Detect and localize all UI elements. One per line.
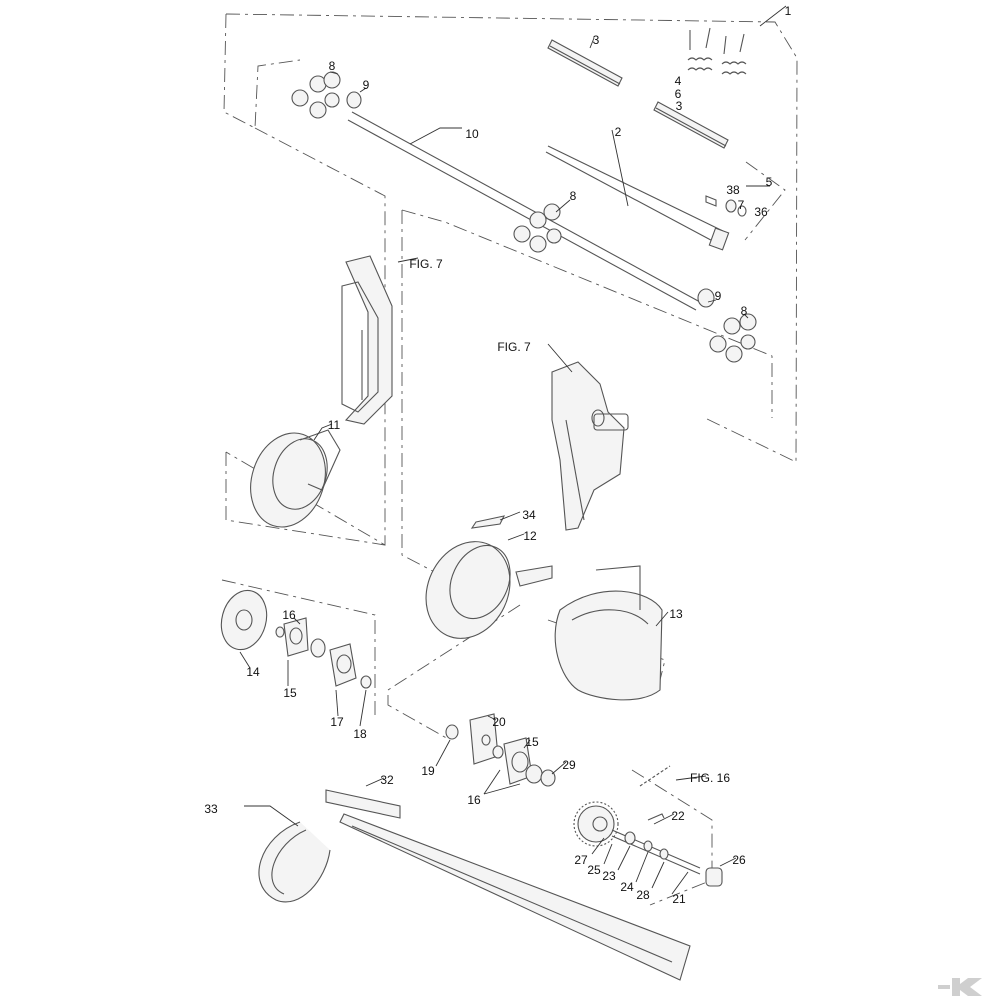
callout-label: 36 xyxy=(754,205,768,219)
cap-26 xyxy=(705,867,723,887)
callout-label: 3 xyxy=(593,33,600,47)
callout-label: 21 xyxy=(672,892,686,906)
bush-29 xyxy=(540,769,556,787)
callout-label: 28 xyxy=(636,888,650,902)
callout-label: FIG. 7 xyxy=(409,257,443,271)
chain-fig16 xyxy=(639,765,671,787)
brand-logo-icon xyxy=(938,978,982,996)
belt-33 xyxy=(258,821,331,903)
callout-label: 4 xyxy=(675,74,682,88)
coulter-frame-left xyxy=(341,255,393,425)
callout-label: 17 xyxy=(330,715,344,729)
bush-9-right xyxy=(697,288,715,308)
roller-block-8-middle xyxy=(513,203,562,253)
callout-label: 25 xyxy=(587,863,601,877)
callout-label: 10 xyxy=(465,127,479,141)
callout-label: 33 xyxy=(204,802,218,816)
bush-19 xyxy=(445,724,459,740)
callout-label: 32 xyxy=(380,773,394,787)
callout-label: 9 xyxy=(363,78,370,92)
pulley-14 xyxy=(220,589,268,651)
coulter-frame-right xyxy=(551,361,629,531)
callout-label: 1 xyxy=(785,4,792,18)
bearing-16-left xyxy=(275,626,326,658)
callout-label: 6 xyxy=(675,87,682,101)
callout-label: 13 xyxy=(669,607,683,621)
callout-label: 16 xyxy=(467,793,481,807)
callout-label: 15 xyxy=(283,686,297,700)
callout-label: 7 xyxy=(738,198,745,212)
sprocket-27 xyxy=(573,801,619,847)
bearing-16-centre xyxy=(492,745,543,784)
flange-17 xyxy=(329,643,357,687)
flange-15-left xyxy=(283,617,309,657)
tyre-13 xyxy=(554,565,663,701)
callout-label: 20 xyxy=(492,715,506,729)
springs-4-6 xyxy=(687,27,747,75)
callout-label: 23 xyxy=(602,869,616,883)
callout-label: 24 xyxy=(620,880,634,894)
callout-label: 38 xyxy=(726,183,740,197)
callout-label: FIG. 7 xyxy=(497,340,531,354)
callout-label: 22 xyxy=(671,809,685,823)
callout-label: 5 xyxy=(766,175,773,189)
hub-parts-22-28 xyxy=(611,813,701,875)
roller-block-8-right xyxy=(709,313,757,363)
callout-label: 19 xyxy=(421,764,435,778)
callout-label: 8 xyxy=(741,304,748,318)
callout-label: 9 xyxy=(715,289,722,303)
bush-9-top xyxy=(346,91,362,109)
callout-label: 26 xyxy=(732,853,746,867)
callout-label: 34 xyxy=(522,508,536,522)
callout-label: 15 xyxy=(525,735,539,749)
fittings-38-7-36 xyxy=(705,195,747,217)
callout-label: 16 xyxy=(282,608,296,622)
callout-label: 2 xyxy=(615,125,622,139)
guide-rail-3-lower xyxy=(653,101,729,149)
roller-block-8-top xyxy=(291,71,341,119)
callout-label: 14 xyxy=(246,665,260,679)
callout-label: 12 xyxy=(523,529,537,543)
leader-lines xyxy=(239,5,787,895)
callout-label: 3 xyxy=(676,99,683,113)
scraper-bar-32 xyxy=(325,789,691,981)
callout-label: 8 xyxy=(570,189,577,203)
flange-15-centre xyxy=(503,737,533,785)
guide-rail-3-upper xyxy=(547,39,623,87)
callout-label: 8 xyxy=(329,59,336,73)
callout-label: 18 xyxy=(353,727,367,741)
press-wheel-11 xyxy=(250,429,341,528)
callout-label: FIG. 16 xyxy=(690,771,730,785)
callout-label: 11 xyxy=(328,418,341,432)
shaft-2 xyxy=(545,145,730,251)
shaft-10 xyxy=(347,111,701,311)
callout-label: 27 xyxy=(574,853,588,867)
press-wheel-12 xyxy=(425,515,553,639)
callout-label: 29 xyxy=(562,758,576,772)
bush-18 xyxy=(360,675,372,689)
